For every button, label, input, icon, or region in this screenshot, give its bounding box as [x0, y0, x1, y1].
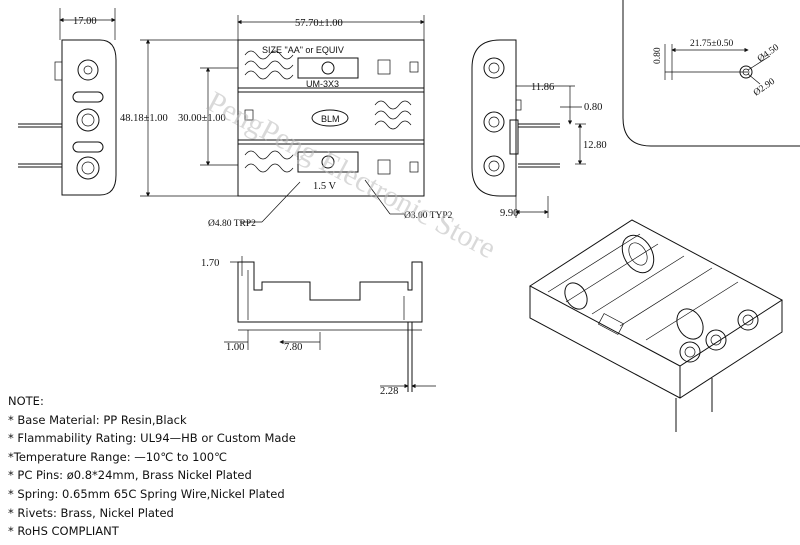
dim-rivet-spacing: 21.75±0.50	[690, 39, 733, 49]
model-label: UM-3X3	[306, 79, 339, 89]
dim-side-bottom: 1.00	[226, 342, 244, 353]
note-item: * Spring: 0.65mm 65C Spring Wire,Nickel …	[8, 486, 285, 501]
note-item: * Base Material: PP Resin,Black	[8, 412, 187, 427]
dim-pin-offset: 11.86	[531, 82, 554, 93]
dim-pin-tip: 2.28	[380, 386, 398, 397]
left-side-view: 17.00	[18, 8, 117, 196]
dim-height-inner: 30.00±1.00	[178, 113, 226, 124]
dim-hole-typ: Ø3.00 TYP2	[404, 211, 453, 221]
dim-hole-trp: Ø4.80 TRP2	[208, 219, 256, 229]
dim-total-width: 57.70±1.00	[295, 18, 343, 29]
dim-width-top: 17.00	[73, 16, 97, 27]
note-item: * Flammability Rating: UL94—HB or Custom…	[8, 431, 296, 446]
front-view: 57.70±1.00 48.18±1.00 30.00±1.00 SIZE "A…	[120, 15, 453, 229]
dim-pin-base: 9.90	[500, 208, 518, 219]
bottom-side-view: 1.70 1.00 7.80 2.28	[201, 256, 436, 397]
dim-side-top: 1.70	[201, 258, 219, 269]
voltage-label: 1.5 V	[313, 181, 337, 192]
rivet-detail: 21.75±0.50 0.80 Ø4.50 Ø2.90	[622, 0, 800, 147]
note-item: * Rivets: Brass, Nickel Plated	[8, 505, 174, 520]
size-label: SIZE "AA" or EQUIV	[262, 45, 344, 55]
isometric-view	[529, 219, 783, 432]
dim-rivet-inner: Ø2.90	[752, 77, 777, 99]
notes-title: NOTE:	[8, 394, 44, 408]
right-side-view: 11.86 0.80 12.80 9.90	[471, 39, 607, 219]
dim-pin-thickness: 0.80	[584, 102, 602, 113]
watermark: PengPeng Electronic Store	[202, 85, 501, 265]
notes-section: NOTE: * Base Material: PP Resin,Black * …	[8, 392, 296, 541]
note-item: * RoHS COMPLIANT	[8, 524, 119, 539]
dim-rivet-width: 0.80	[653, 47, 663, 64]
note-item: *Temperature Range: —10℃ to 100℃	[8, 449, 227, 464]
dim-side-mid: 7.80	[284, 342, 302, 353]
dim-rivet-outer: Ø4.50	[756, 43, 781, 65]
dim-height-total: 48.18±1.00	[120, 113, 168, 124]
note-item: * PC Pins: ø0.8*24mm, Brass Nickel Plate…	[8, 468, 252, 483]
brand-label: BLM	[321, 114, 340, 124]
dim-pin-pitch: 12.80	[583, 140, 607, 151]
